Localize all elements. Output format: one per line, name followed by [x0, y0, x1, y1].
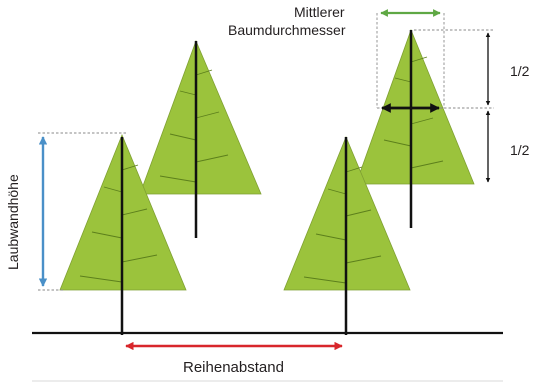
diameter-label-line2: Baumdurchmesser [228, 22, 346, 38]
half-top-label: 1/2 [510, 63, 530, 79]
tree-back-right [355, 28, 475, 228]
tree-back-left [139, 39, 262, 238]
tree-front-right [283, 135, 411, 335]
tree-front-left [59, 133, 187, 335]
canopy-height-indicator [38, 132, 128, 291]
row-spacing-label: Reihenabstand [183, 359, 284, 376]
canopy-height-label: Laubwandhöhe [5, 174, 21, 270]
diameter-indicator [376, 9, 494, 183]
half-bottom-label: 1/2 [510, 142, 530, 158]
diameter-label-line1: Mittlerer [294, 4, 345, 20]
